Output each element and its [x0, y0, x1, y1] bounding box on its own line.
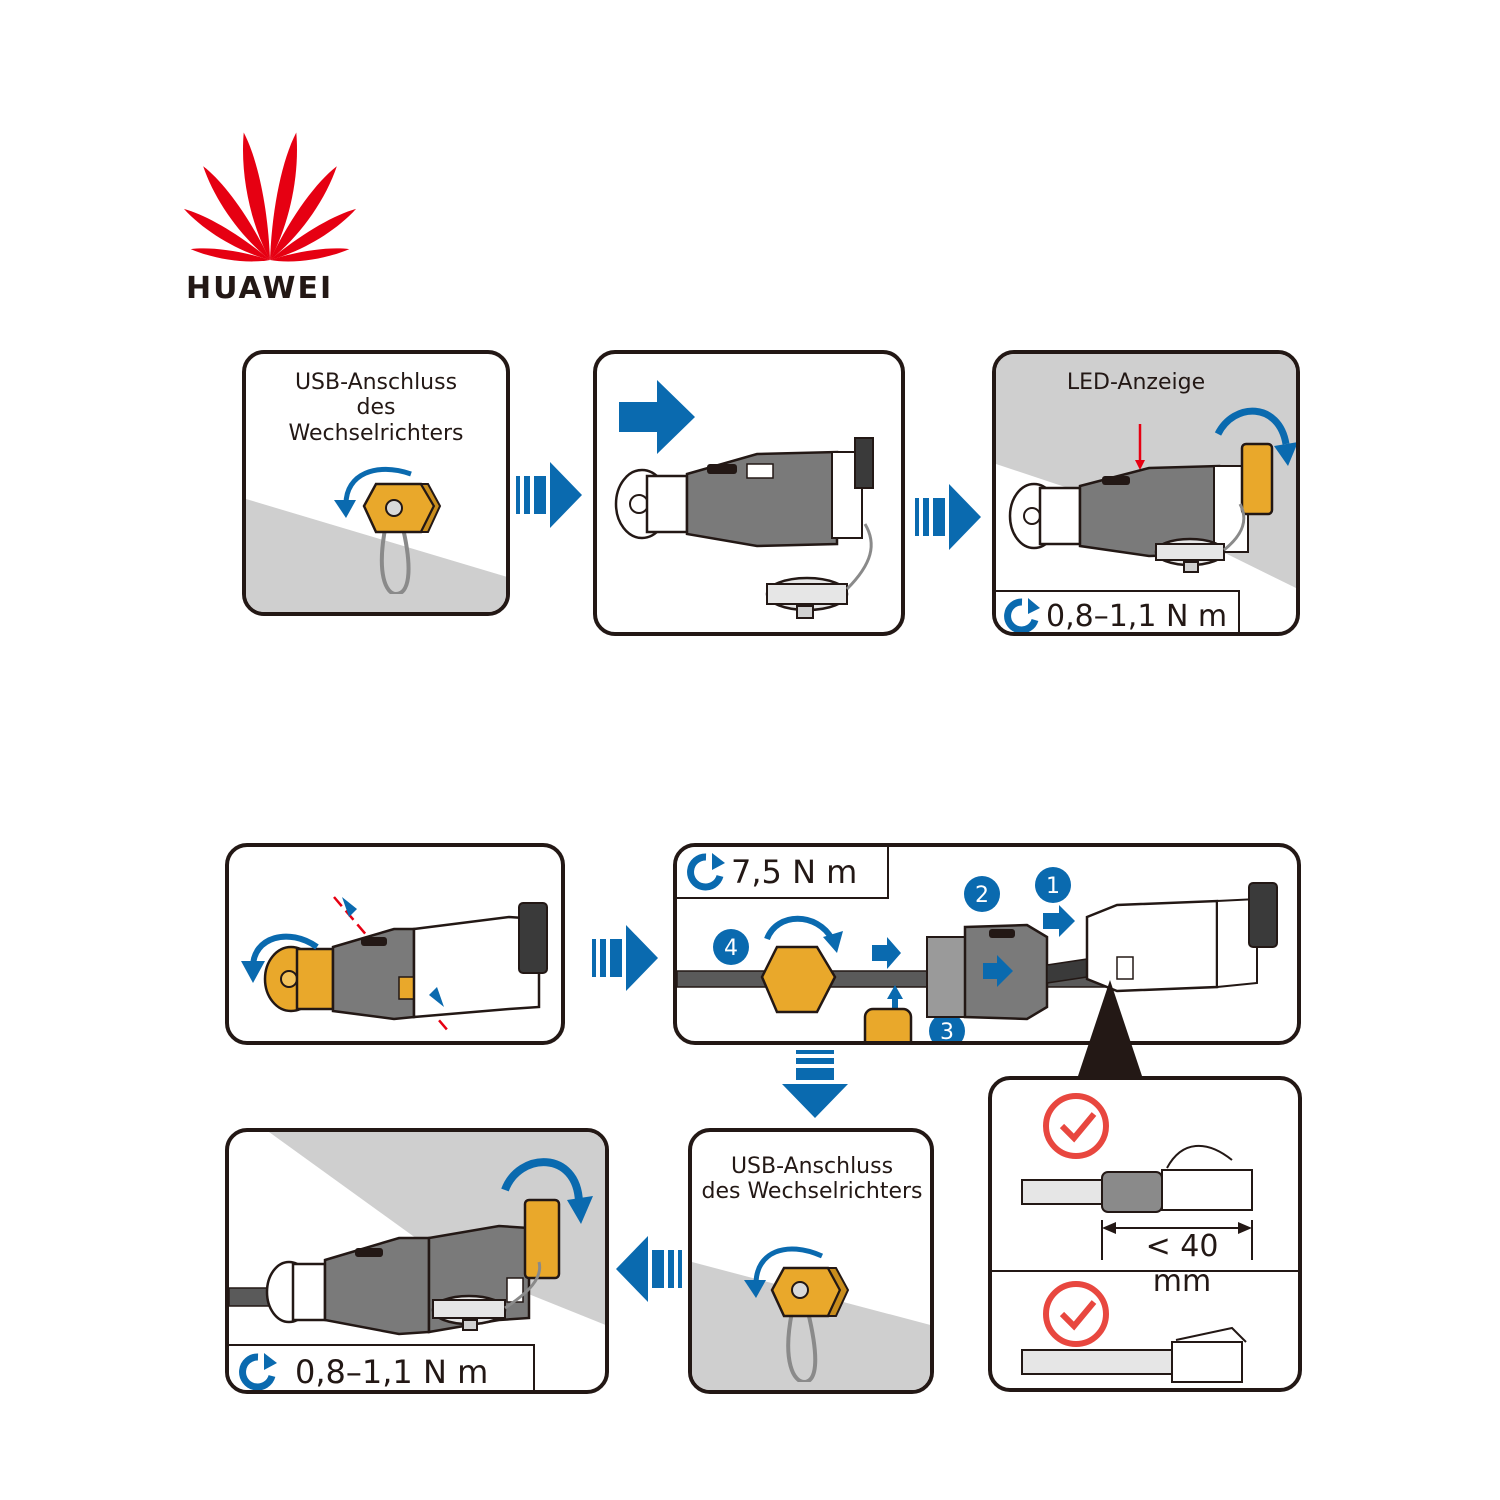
- flow-arrow-icon: [592, 925, 658, 991]
- torque-spec-b: 0,8–1,1 N m: [229, 1344, 535, 1391]
- torque-spec-large: 7,5 N m: [677, 847, 889, 899]
- step-badge-1: [1035, 867, 1071, 903]
- rotate-counterclockwise-icon: [250, 933, 319, 968]
- huawei-logo: HUAWEI: [170, 125, 370, 306]
- usb-cap-illustration: [744, 1246, 850, 1382]
- panel-unscrew-dongle-nut: [225, 843, 565, 1045]
- smart-dongle-illustration: [614, 437, 874, 619]
- usb-port-label-line1: USB-Anschluss: [294, 370, 458, 395]
- led-indicator-label: LED-Anzeige: [1066, 370, 1206, 395]
- dongle-with-led-illustration: [1008, 407, 1296, 573]
- step-badge-3: [929, 1013, 965, 1041]
- step-badge-2: [964, 876, 1000, 912]
- detail-pointer: [1078, 980, 1142, 1076]
- step-badge-4: [713, 929, 749, 965]
- dongle-unscrew-illustration: [241, 896, 548, 1033]
- insert-direction-arrow-icon: [872, 937, 901, 969]
- dongle-cable-tightened-illustration: [229, 1158, 593, 1336]
- flow-arrow-icon: [616, 1236, 682, 1302]
- rotate-counterclockwise-icon: [343, 467, 412, 505]
- usb-port-label-line2: des Wechselrichters: [701, 1179, 923, 1205]
- panel-tighten-dongle: LED-Anzeige 0,8–1,1 N m: [992, 350, 1300, 636]
- rotate-clockwise-icon: [239, 1353, 277, 1390]
- panel-assemble-cable: 7,5 N m 4 3 2 1: [673, 843, 1301, 1045]
- insert-direction-arrow-icon: [619, 380, 695, 454]
- flow-arrow-icon: [782, 1050, 848, 1118]
- huawei-wordmark: HUAWEI: [186, 271, 334, 306]
- step-number: 2: [975, 883, 989, 908]
- step-number: 1: [1046, 874, 1060, 899]
- panel-remove-usb-cap: USB-Anschluss des Wechselrichters: [242, 350, 510, 616]
- cable-length-label: < 40 mm: [1145, 1229, 1219, 1299]
- check-mark-icon: [1043, 1093, 1109, 1159]
- torque-value: 7,5 N m: [731, 853, 858, 891]
- cable-assembly-illustration: 4 3 2 1: [677, 867, 1278, 1045]
- rotate-clockwise-icon: [1004, 598, 1040, 632]
- cable-detail-illustration: [1021, 1093, 1253, 1383]
- flow-arrow-icon: [516, 462, 582, 528]
- step-number: 3: [940, 1020, 954, 1045]
- huawei-petals-icon: [183, 132, 357, 262]
- usb-port-label-line1: USB-Anschluss: [730, 1154, 894, 1179]
- flow-arrow-icon: [915, 484, 981, 550]
- torque-value: 0,8–1,1 N m: [295, 1353, 489, 1391]
- panel-tighten-cable-dongle: 0,8–1,1 N m: [225, 1128, 609, 1394]
- usb-port-label-line2: des: [356, 395, 396, 421]
- rotate-counterclockwise-icon: [753, 1246, 824, 1285]
- check-mark-icon: [1043, 1281, 1109, 1347]
- torque-value: 0,8–1,1 N m: [1046, 598, 1228, 634]
- rotate-clockwise-icon: [764, 915, 835, 941]
- rotate-clockwise-icon: [687, 853, 725, 891]
- torque-spec-a: 0,8–1,1 N m: [996, 590, 1240, 634]
- rotate-clockwise-icon: [1214, 407, 1290, 445]
- panel-cable-length-detail: < 40 mm: [988, 1076, 1302, 1392]
- panel-remove-usb-cap-b: USB-Anschluss des Wechselrichters: [688, 1128, 934, 1394]
- step-number: 4: [724, 936, 738, 961]
- usb-port-label-line3: Wechselrichters: [288, 420, 464, 446]
- usb-cap-illustration: [334, 467, 442, 594]
- rotate-clockwise-icon: [501, 1158, 583, 1203]
- panel-insert-dongle: [593, 350, 905, 636]
